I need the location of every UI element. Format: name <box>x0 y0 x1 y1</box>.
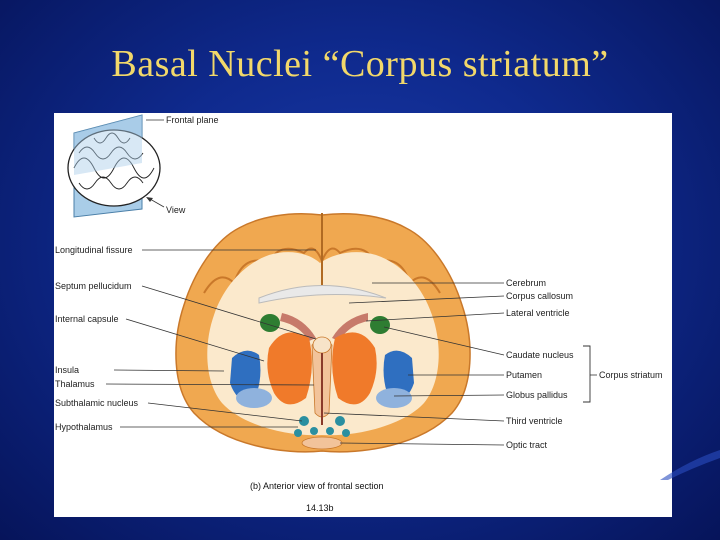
left-leader-lines <box>105 249 317 428</box>
corpus-callosum <box>258 285 387 304</box>
optic-tract <box>301 436 343 450</box>
diagram-figure: Frontal plane View <box>54 113 672 517</box>
corpus-callosum-label: Corpus callosum <box>506 291 573 301</box>
frontal-plane-overlay <box>74 115 142 175</box>
lateral-ventricle-label: Lateral ventricle <box>506 308 570 318</box>
hypothalamus-nucleus <box>294 429 302 437</box>
hypothalamus-nucleus <box>310 427 318 435</box>
septum-pellucidum-label: Septum pellucidum <box>55 281 132 291</box>
hypothalamus-label: Hypothalamus <box>55 422 113 432</box>
hypothalamus-nucleus <box>342 429 350 437</box>
subthalamic-nucleus-label: Subthalamic nucleus <box>55 398 139 408</box>
lateral-ventricle-left <box>280 313 316 341</box>
right-leader-lines <box>323 282 505 446</box>
corpus-striatum-bracket <box>583 345 591 403</box>
caudate-nucleus-label: Caudate nucleus <box>506 350 574 360</box>
figure-caption: (b) Anterior view of frontal section <box>250 481 384 491</box>
lateral-ventricle-right <box>332 313 368 341</box>
corner-swoosh <box>660 450 720 480</box>
hypothalamus-nucleus <box>299 416 309 426</box>
caudate-nucleus-left <box>260 314 280 332</box>
globus-pallidus-light-left <box>236 388 272 408</box>
thalamus-label: Thalamus <box>55 379 95 389</box>
brain-diagram: Frontal plane View <box>55 114 663 513</box>
view-label: View <box>166 205 186 215</box>
inset-gyri <box>73 132 155 190</box>
putamen-label: Putamen <box>506 370 542 380</box>
third-ventricle-label: Third ventricle <box>506 416 563 426</box>
longitudinal-fissure-label: Longitudinal fissure <box>55 245 133 255</box>
hypothalamus-nucleus <box>326 427 334 435</box>
insula-label: Insula <box>55 365 79 375</box>
globus-pallidus-left <box>267 332 312 405</box>
corpus-striatum-label: Corpus striatum <box>599 370 663 380</box>
slide-title: Basal Nuclei “Corpus striatum” <box>111 43 609 85</box>
globus-pallidus-label: Globus pallidus <box>506 390 568 400</box>
frontal-plane-label: Frontal plane <box>166 115 219 125</box>
caudate-nucleus-right <box>370 316 390 334</box>
septum-pellucidum <box>312 336 332 354</box>
globus-pallidus-right <box>332 332 377 405</box>
optic-tract-label: Optic tract <box>506 440 548 450</box>
internal-capsule-label: Internal capsule <box>55 314 119 324</box>
figure-number: 14.13b <box>306 503 334 513</box>
cerebrum-label: Cerebrum <box>506 278 546 288</box>
hypothalamus-nucleus <box>335 416 345 426</box>
globus-pallidus-light-right <box>376 388 412 408</box>
